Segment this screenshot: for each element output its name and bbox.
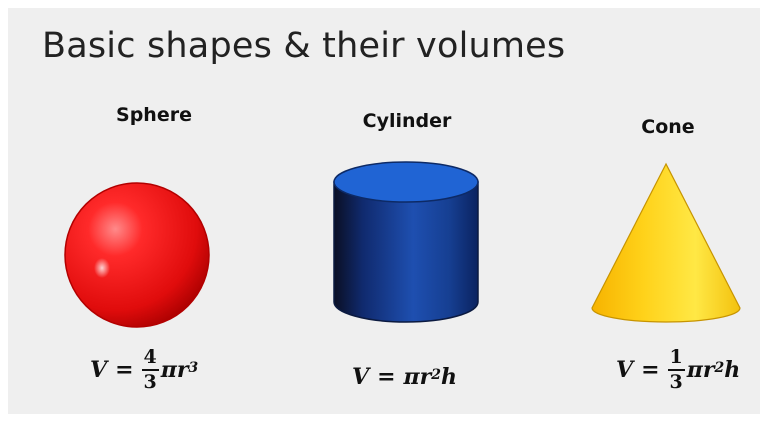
fraction-denominator: 3 [669,371,683,393]
formula-pi-r: πr [160,357,189,383]
formula-exponent: 2 [431,367,441,383]
fraction-numerator: 4 [141,348,159,371]
cone-label: Cone [641,116,695,138]
formula-lhs: V [352,364,370,390]
sphere-shape [64,182,210,328]
formula-exponent: 2 [714,360,725,376]
cone-shape [591,162,741,323]
formula-fraction: 1 3 [667,348,685,393]
fraction-denominator: 3 [143,371,157,393]
formula-exponent: 3 [188,360,199,376]
formula-height: h [440,364,457,390]
formula-lhs: V [90,357,108,383]
formula-lhs: V [616,357,634,383]
formula-equals: = [115,357,134,383]
cylinder-shape [333,161,479,323]
sphere-label: Sphere [116,104,192,126]
slide: Basic shapes & their volumes Sphere Cyli… [8,8,760,414]
formula-equals: = [641,357,660,383]
formula-pi-r: πr [403,364,432,390]
formula-equals: = [377,364,396,390]
fraction-numerator: 1 [667,348,685,371]
formula-pi-r: πr [686,357,715,383]
slide-title: Basic shapes & their volumes [42,26,566,66]
formula-height: h [724,357,741,383]
formula-fraction: 4 3 [141,348,159,393]
cylinder-label: Cylinder [362,110,452,132]
